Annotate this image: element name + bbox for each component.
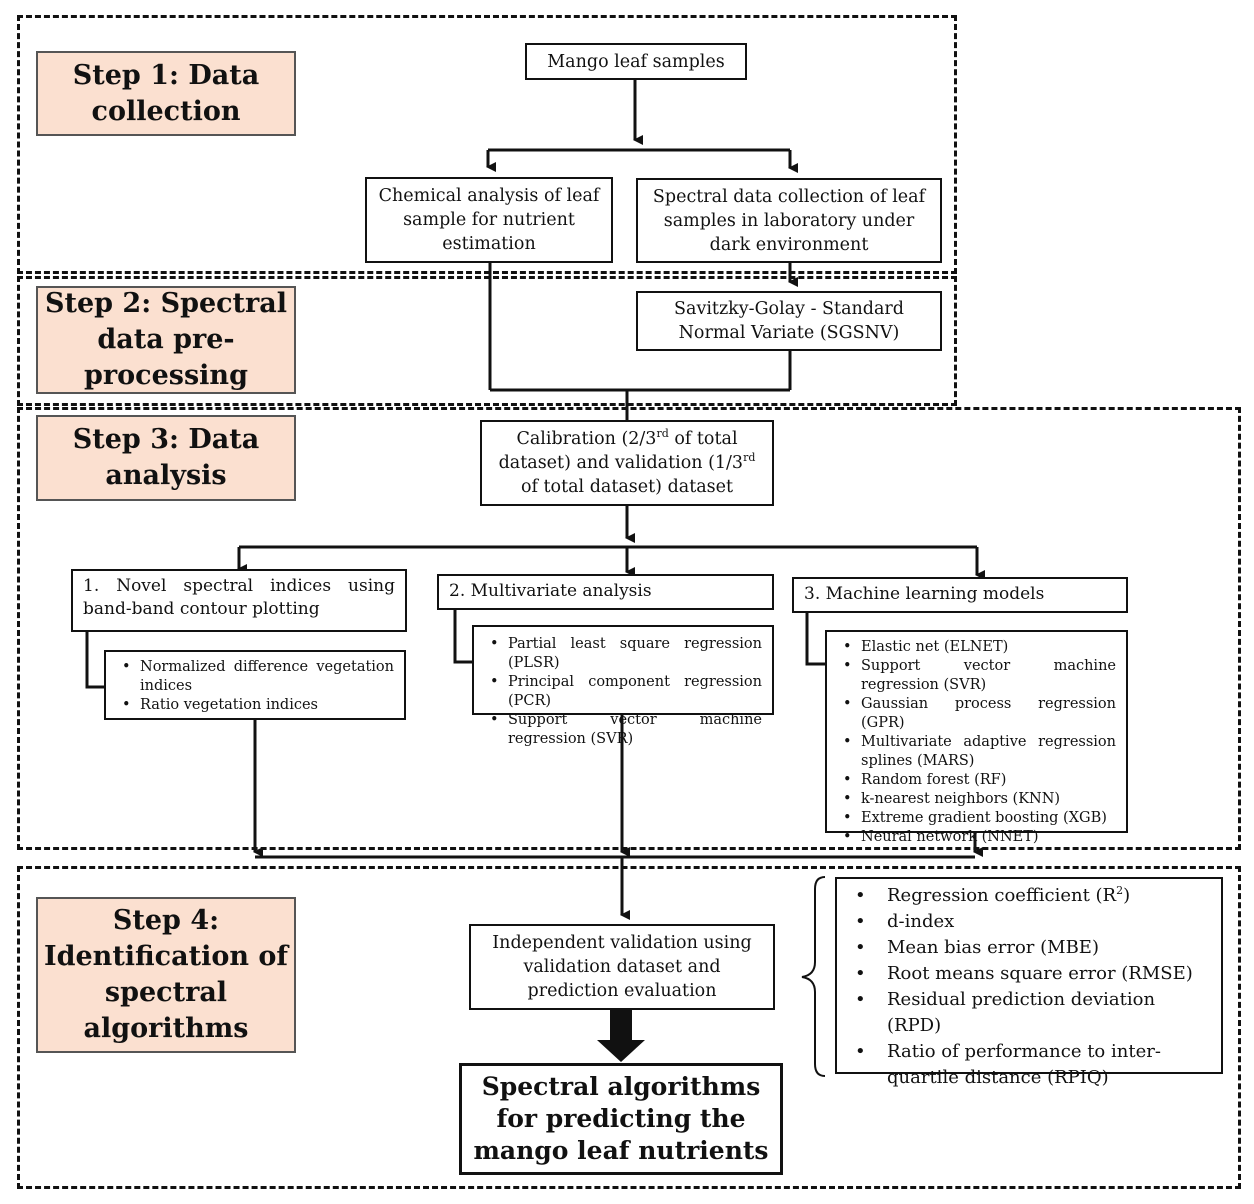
step4-frame [17,866,1241,1189]
node-sgsnv: Savitzky-Golay - Standard Normal Variate… [636,291,942,351]
node-calibration: Calibration (2/3rd of total dataset) and… [480,420,774,506]
node-spectral-collection: Spectral data collection of leaf samples… [636,178,942,263]
step4-label: Step 4: Identification of spectral algor… [36,897,296,1053]
node-ml-models: 3. Machine learning models [792,577,1128,613]
multivariate-item: Principal component regression (PCR) [484,673,762,711]
metric-r2-sup: 2 [1116,884,1124,897]
ml-items-list: Elastic net (ELNET)Support vector machin… [837,638,1116,847]
metric-item: d-index [847,909,1211,935]
ml-item: Support vector machine regression (SVR) [837,657,1116,695]
metric-item: Residual prediction deviation (RPD) [847,987,1211,1039]
node-mango-samples: Mango leaf samples [525,43,747,80]
step2-frame [17,276,957,406]
calibration-sup2: rd [743,451,756,465]
node-independent-validation: Independent validation using validation … [469,924,775,1010]
node-multivariate: 2. Multivariate analysis [437,574,774,610]
metric-r2: Regression coefficient (R2) [847,883,1211,909]
calibration-text: Calibration (2/3rd of total dataset) and… [490,427,764,499]
ml-item: Random forest (RF) [837,771,1116,790]
novel-item: Normalized difference vegetation indices [116,658,394,696]
calibration-part2: of total dataset) and validation (1/3 [498,429,744,473]
multivariate-item: Support vector machine regression (SVR) [484,711,762,749]
brace-metrics [801,876,826,1077]
metric-item: Root means square error (RMSE) [847,961,1211,987]
novel-items-list: Normalized difference vegetation indices… [116,658,394,715]
calibration-part1: Calibration (2/3 [516,429,657,449]
calibration-part3: of total dataset) dataset [520,477,734,497]
node-novel-indices: 1. Novel spectral indices using band-ban… [71,569,407,632]
step3-label: Step 3: Data analysis [36,415,296,501]
node-final-algorithms: Spectral algorithms for predicting the m… [459,1063,783,1175]
ml-item: Multivariate adaptive regression splines… [837,733,1116,771]
novel-item: Ratio vegetation indices [116,696,394,715]
metric-item: Mean bias error (MBE) [847,935,1211,961]
node-chemical-analysis: Chemical analysis of leaf sample for nut… [365,177,613,263]
multivariate-items-box: Partial least square regression (PLSR)Pr… [472,625,774,747]
big-arrow [597,1009,645,1062]
ml-item: Elastic net (ELNET) [837,638,1116,657]
bracket-novel [85,632,104,689]
ml-item: Neural network (NNET) [837,828,1116,847]
ml-item: k-nearest neighbors (KNN) [837,790,1116,809]
ml-item: Extreme gradient boosting (XGB) [837,809,1116,828]
metric-r2-close: ) [1123,885,1131,906]
multivariate-items-list: Partial least square regression (PLSR)Pr… [484,635,762,749]
calibration-sup1: rd [656,427,669,441]
novel-items-box: Normalized difference vegetation indices… [104,650,406,720]
step2-label: Step 2: Spectral data pre-processing [36,286,296,394]
multivariate-item: Partial least square regression (PLSR) [484,635,762,673]
bracket-multivariate [453,610,472,664]
ml-item: Gaussian process regression (GPR) [837,695,1116,733]
metrics-box: Regression coefficient (R2) d-indexMean … [835,877,1223,1088]
bracket-ml [805,612,825,666]
metrics-list: Regression coefficient (R2) d-indexMean … [847,883,1211,1091]
metric-item: Ratio of performance to inter-quartile d… [847,1039,1211,1091]
ml-items-box: Elastic net (ELNET)Support vector machin… [825,630,1128,847]
step1-frame [17,15,957,274]
metric-r2-text: Regression coefficient (R [887,885,1117,906]
step1-label: Step 1: Data collection [36,51,296,136]
